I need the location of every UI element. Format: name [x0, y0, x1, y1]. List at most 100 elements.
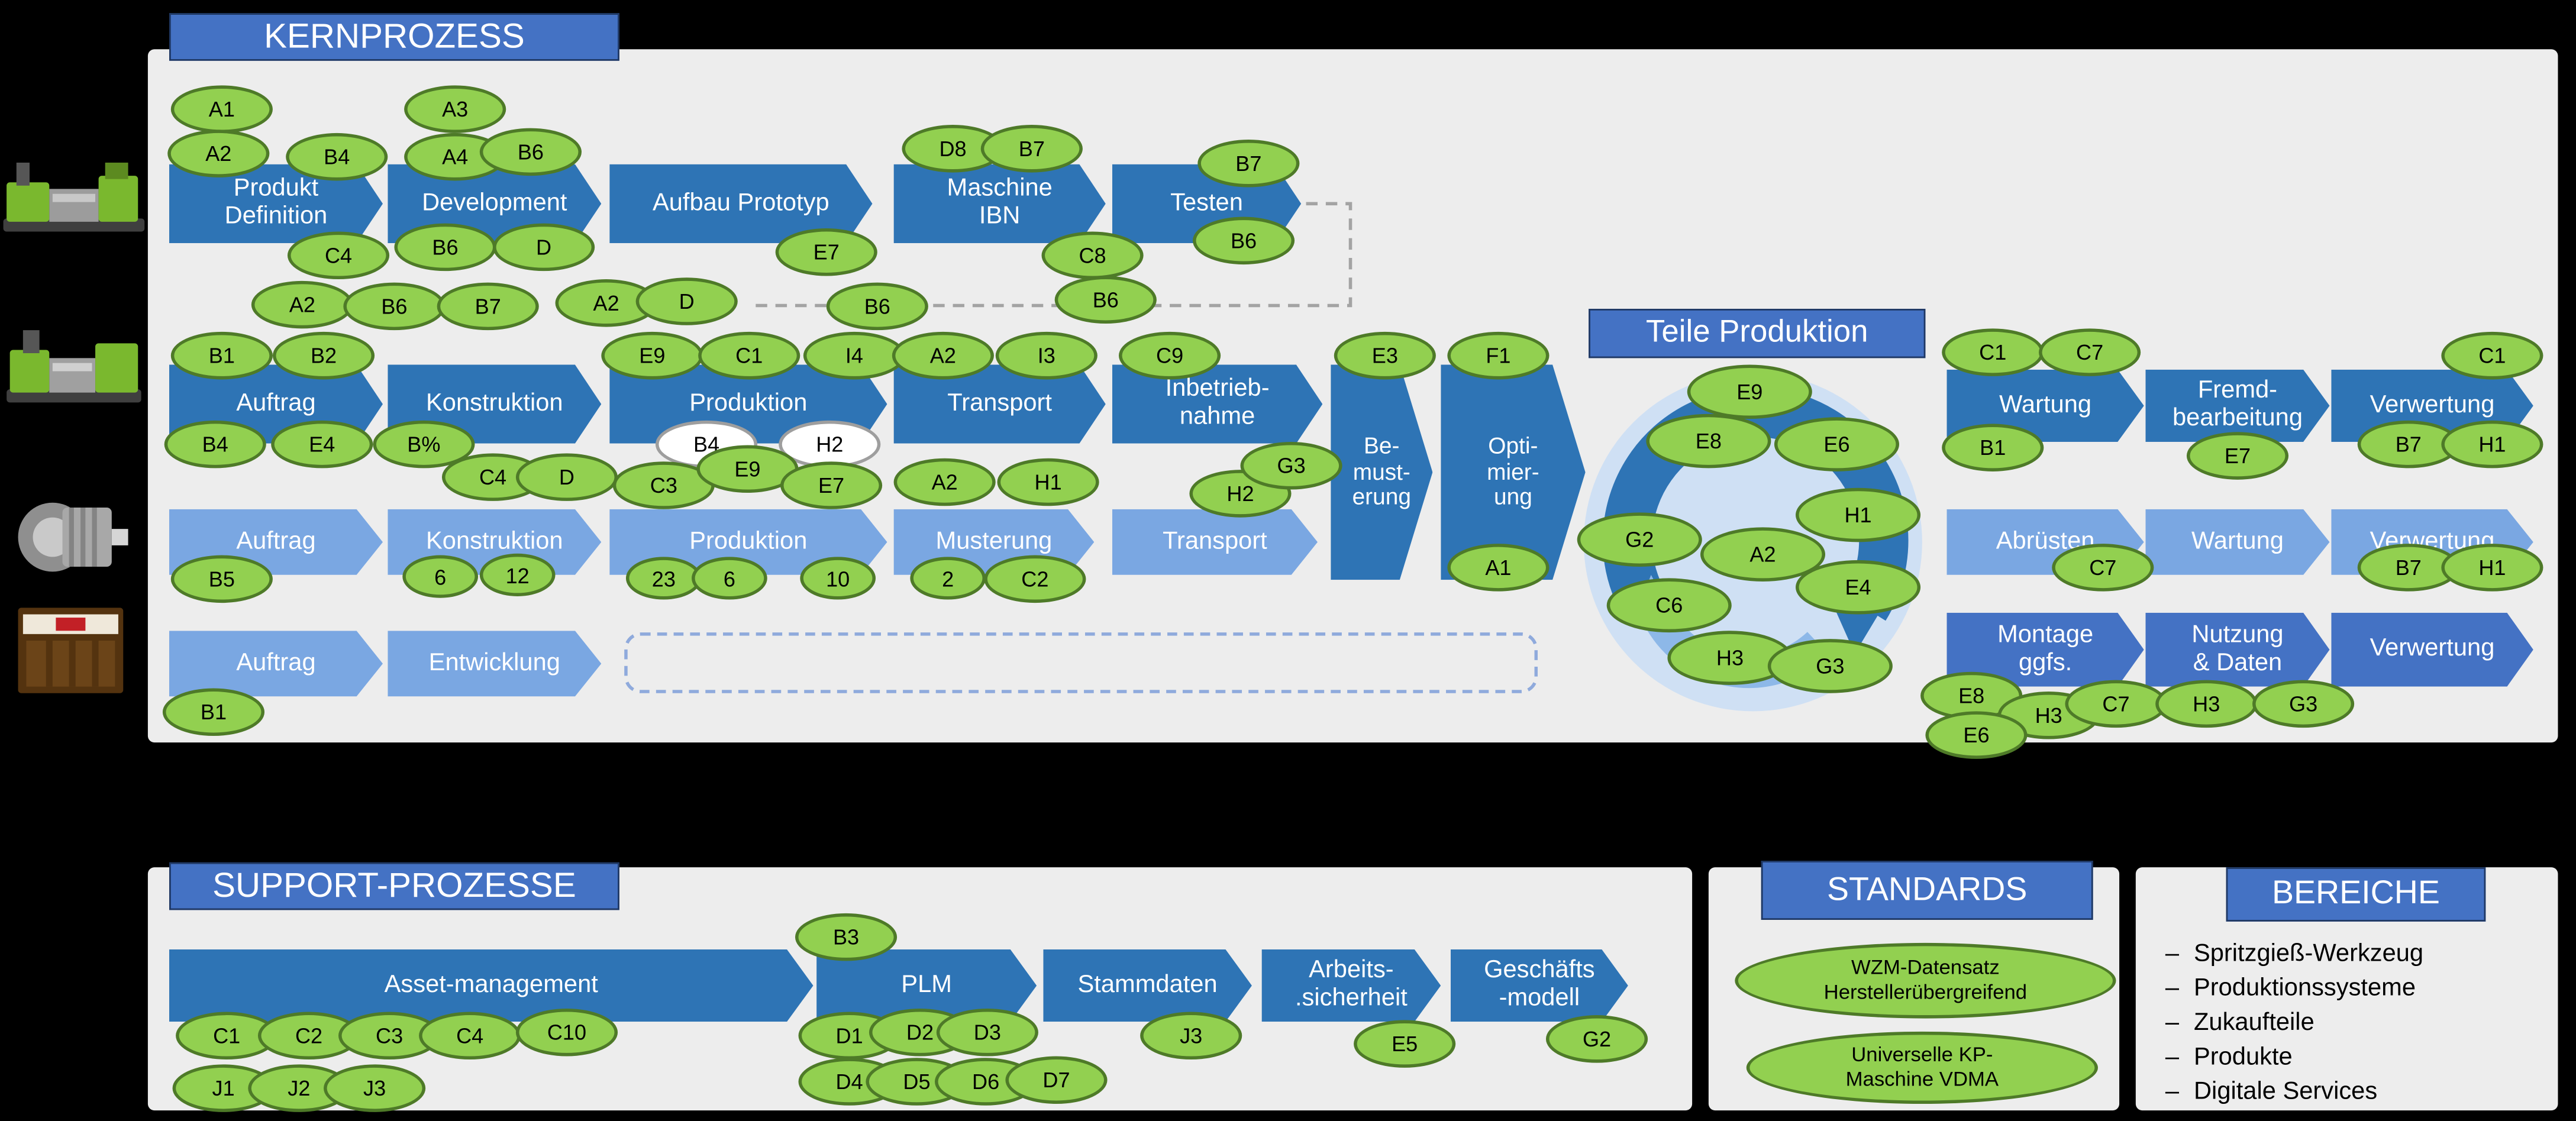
- code-bubble-E6: E6: [1774, 416, 1899, 471]
- code-bubble-A2: A2: [892, 331, 994, 379]
- code-bubble-A2: A2: [251, 280, 354, 328]
- step-inbetriebnahme: Inbetrieb- nahme: [1112, 364, 1322, 443]
- code-bubble-23: 23: [625, 557, 702, 600]
- step-stammdaten: Stammdaten: [1043, 949, 1252, 1022]
- code-bubble-H1: H1: [2441, 419, 2543, 467]
- code-bubble-C6: C6: [1606, 577, 1732, 632]
- code-bubble-A2: A2: [1700, 526, 1826, 581]
- standard-universelle-kp-maschine: Universelle KP- Maschine VDMA: [1746, 1031, 2098, 1104]
- code-bubble-D: D: [493, 222, 595, 270]
- step-konstruktion-1: Konstruktion: [388, 364, 601, 443]
- injection-molding-machine-1-image: [3, 162, 145, 232]
- code-bubble-E9: E9: [1687, 364, 1812, 418]
- code-bubble-C1: C1: [2441, 331, 2543, 379]
- code-bubble-E7: E7: [2186, 431, 2289, 479]
- code-bubble-B1: B1: [1942, 423, 2044, 471]
- code-bubble-C9: C9: [1119, 331, 1221, 379]
- code-bubble-B6: B6: [479, 127, 582, 175]
- code-bubble-B5: B5: [170, 554, 273, 602]
- code-bubble-C2: C2: [984, 554, 1086, 602]
- code-bubble-G3: G3: [1240, 441, 1342, 489]
- code-bubble-I3: I3: [995, 331, 1097, 379]
- code-bubble-C1: C1: [176, 1011, 278, 1059]
- code-bubble-B6: B6: [1054, 275, 1157, 323]
- code-bubble-I4: I4: [803, 331, 906, 379]
- step-produkt-definition: Produkt Definition: [169, 164, 383, 243]
- bereiche-list-item: Zukaufteile: [2165, 1005, 2423, 1039]
- code-bubble-G3: G3: [2252, 679, 2355, 727]
- code-bubble-B1: B1: [170, 331, 273, 379]
- code-bubble-E6: E6: [1925, 710, 2028, 758]
- step-geschaeftsmodell: Geschäfts -modell: [1451, 949, 1628, 1022]
- code-bubble-A2: A2: [167, 128, 270, 177]
- code-bubble-G2: G2: [1577, 511, 1702, 566]
- code-bubble-B3: B3: [795, 912, 898, 961]
- code-bubble-E4: E4: [1796, 559, 1921, 614]
- code-bubble-J3: J3: [324, 1063, 426, 1112]
- code-bubble-B2: B2: [272, 331, 375, 379]
- code-bubble-B6: B6: [343, 282, 446, 329]
- code-bubble-6: 6: [402, 555, 479, 598]
- step-optimierung: Opti- mier- ung: [1441, 364, 1585, 580]
- code-bubble-D8: D8: [902, 124, 1004, 172]
- code-bubble-C4: C4: [287, 231, 390, 279]
- code-bubble-H1: H1: [997, 457, 1099, 505]
- code-bubble-E7: E7: [780, 460, 883, 509]
- code-bubble-B4: B4: [286, 132, 388, 180]
- code-bubble-10: 10: [800, 557, 876, 600]
- bereiche-header: BEREICHE: [2226, 867, 2486, 922]
- code-bubble-D7: D7: [1005, 1055, 1108, 1103]
- code-bubble-H1: H1: [1796, 487, 1921, 541]
- beer-crate-image: [18, 608, 124, 693]
- step-wartung-light: Wartung: [2146, 509, 2330, 575]
- code-bubble-G3: G3: [1767, 638, 1893, 693]
- entwicklung-dashed-placeholder: [624, 632, 1538, 693]
- bereiche-list-item: Produkte: [2165, 1040, 2423, 1074]
- code-bubble-B7: B7: [980, 124, 1083, 172]
- code-bubble-C7: C7: [2052, 542, 2154, 591]
- code-bubble-C3: C3: [612, 460, 715, 509]
- code-bubble-D: D: [635, 276, 738, 325]
- step-fremdbearbeitung: Fremd- bearbeitung: [2146, 370, 2330, 442]
- motor-image: [18, 502, 128, 572]
- code-bubble-E7: E7: [775, 227, 877, 276]
- step-arbeitssicherheit: Arbeits- .sicherheit: [1262, 949, 1441, 1022]
- bereiche-list-item: Digitale Services: [2165, 1074, 2423, 1109]
- code-bubble-A2: A2: [893, 457, 996, 505]
- code-bubble-J3: J3: [1140, 1011, 1242, 1059]
- step-montage-ggfs: Montage ggfs.: [1947, 613, 2144, 687]
- code-bubble-G2: G2: [1545, 1014, 1648, 1062]
- step-auftrag-3: Auftrag: [169, 631, 383, 696]
- kernprozess-header: KERNPROZESS: [169, 13, 619, 61]
- bereiche-list-item: Produktionssysteme: [2165, 971, 2423, 1005]
- code-bubble-B6: B6: [826, 282, 928, 329]
- code-bubble-H2: H2: [779, 419, 881, 467]
- code-bubble-6: 6: [692, 557, 767, 600]
- code-bubble-C8: C8: [1041, 231, 1144, 279]
- bereiche-list: Spritzgieß-Werkzeug Produktionssysteme Z…: [2165, 936, 2423, 1109]
- code-bubble-B7: B7: [1197, 138, 1300, 187]
- step-nutzung-daten: Nutzung & Daten: [2146, 613, 2330, 687]
- injection-molding-machine-2-image: [7, 330, 141, 403]
- code-bubble-A1: A1: [1447, 542, 1550, 591]
- standards-header: STANDARDS: [1761, 861, 2093, 920]
- step-asset-management: Asset-management: [169, 949, 814, 1022]
- code-bubble-B6: B6: [1192, 216, 1295, 264]
- code-bubble-B7: B7: [437, 282, 539, 329]
- code-bubble-B6: B6: [394, 222, 496, 270]
- code-bubble-A3: A3: [404, 85, 506, 133]
- teile-produktion-header: Teile Produktion: [1589, 309, 1926, 358]
- bereiche-list-item: Spritzgieß-Werkzeug: [2165, 936, 2423, 971]
- code-bubble-C7: C7: [2065, 679, 2167, 727]
- code-bubble-E8: E8: [1646, 413, 1771, 467]
- code-bubble-F1: F1: [1447, 331, 1550, 379]
- code-bubble-C7: C7: [2039, 327, 2141, 376]
- code-bubble-D: D: [515, 453, 618, 500]
- step-entwicklung: Entwicklung: [388, 631, 601, 696]
- step-aufbau-prototyp: Aufbau Prototyp: [609, 164, 872, 243]
- code-bubble-H1: H1: [2441, 542, 2543, 591]
- standard-wzm-datensatz: WZM-Datensatz Herstellerübergreifend: [1735, 942, 2116, 1019]
- code-bubble-B4: B4: [164, 419, 266, 467]
